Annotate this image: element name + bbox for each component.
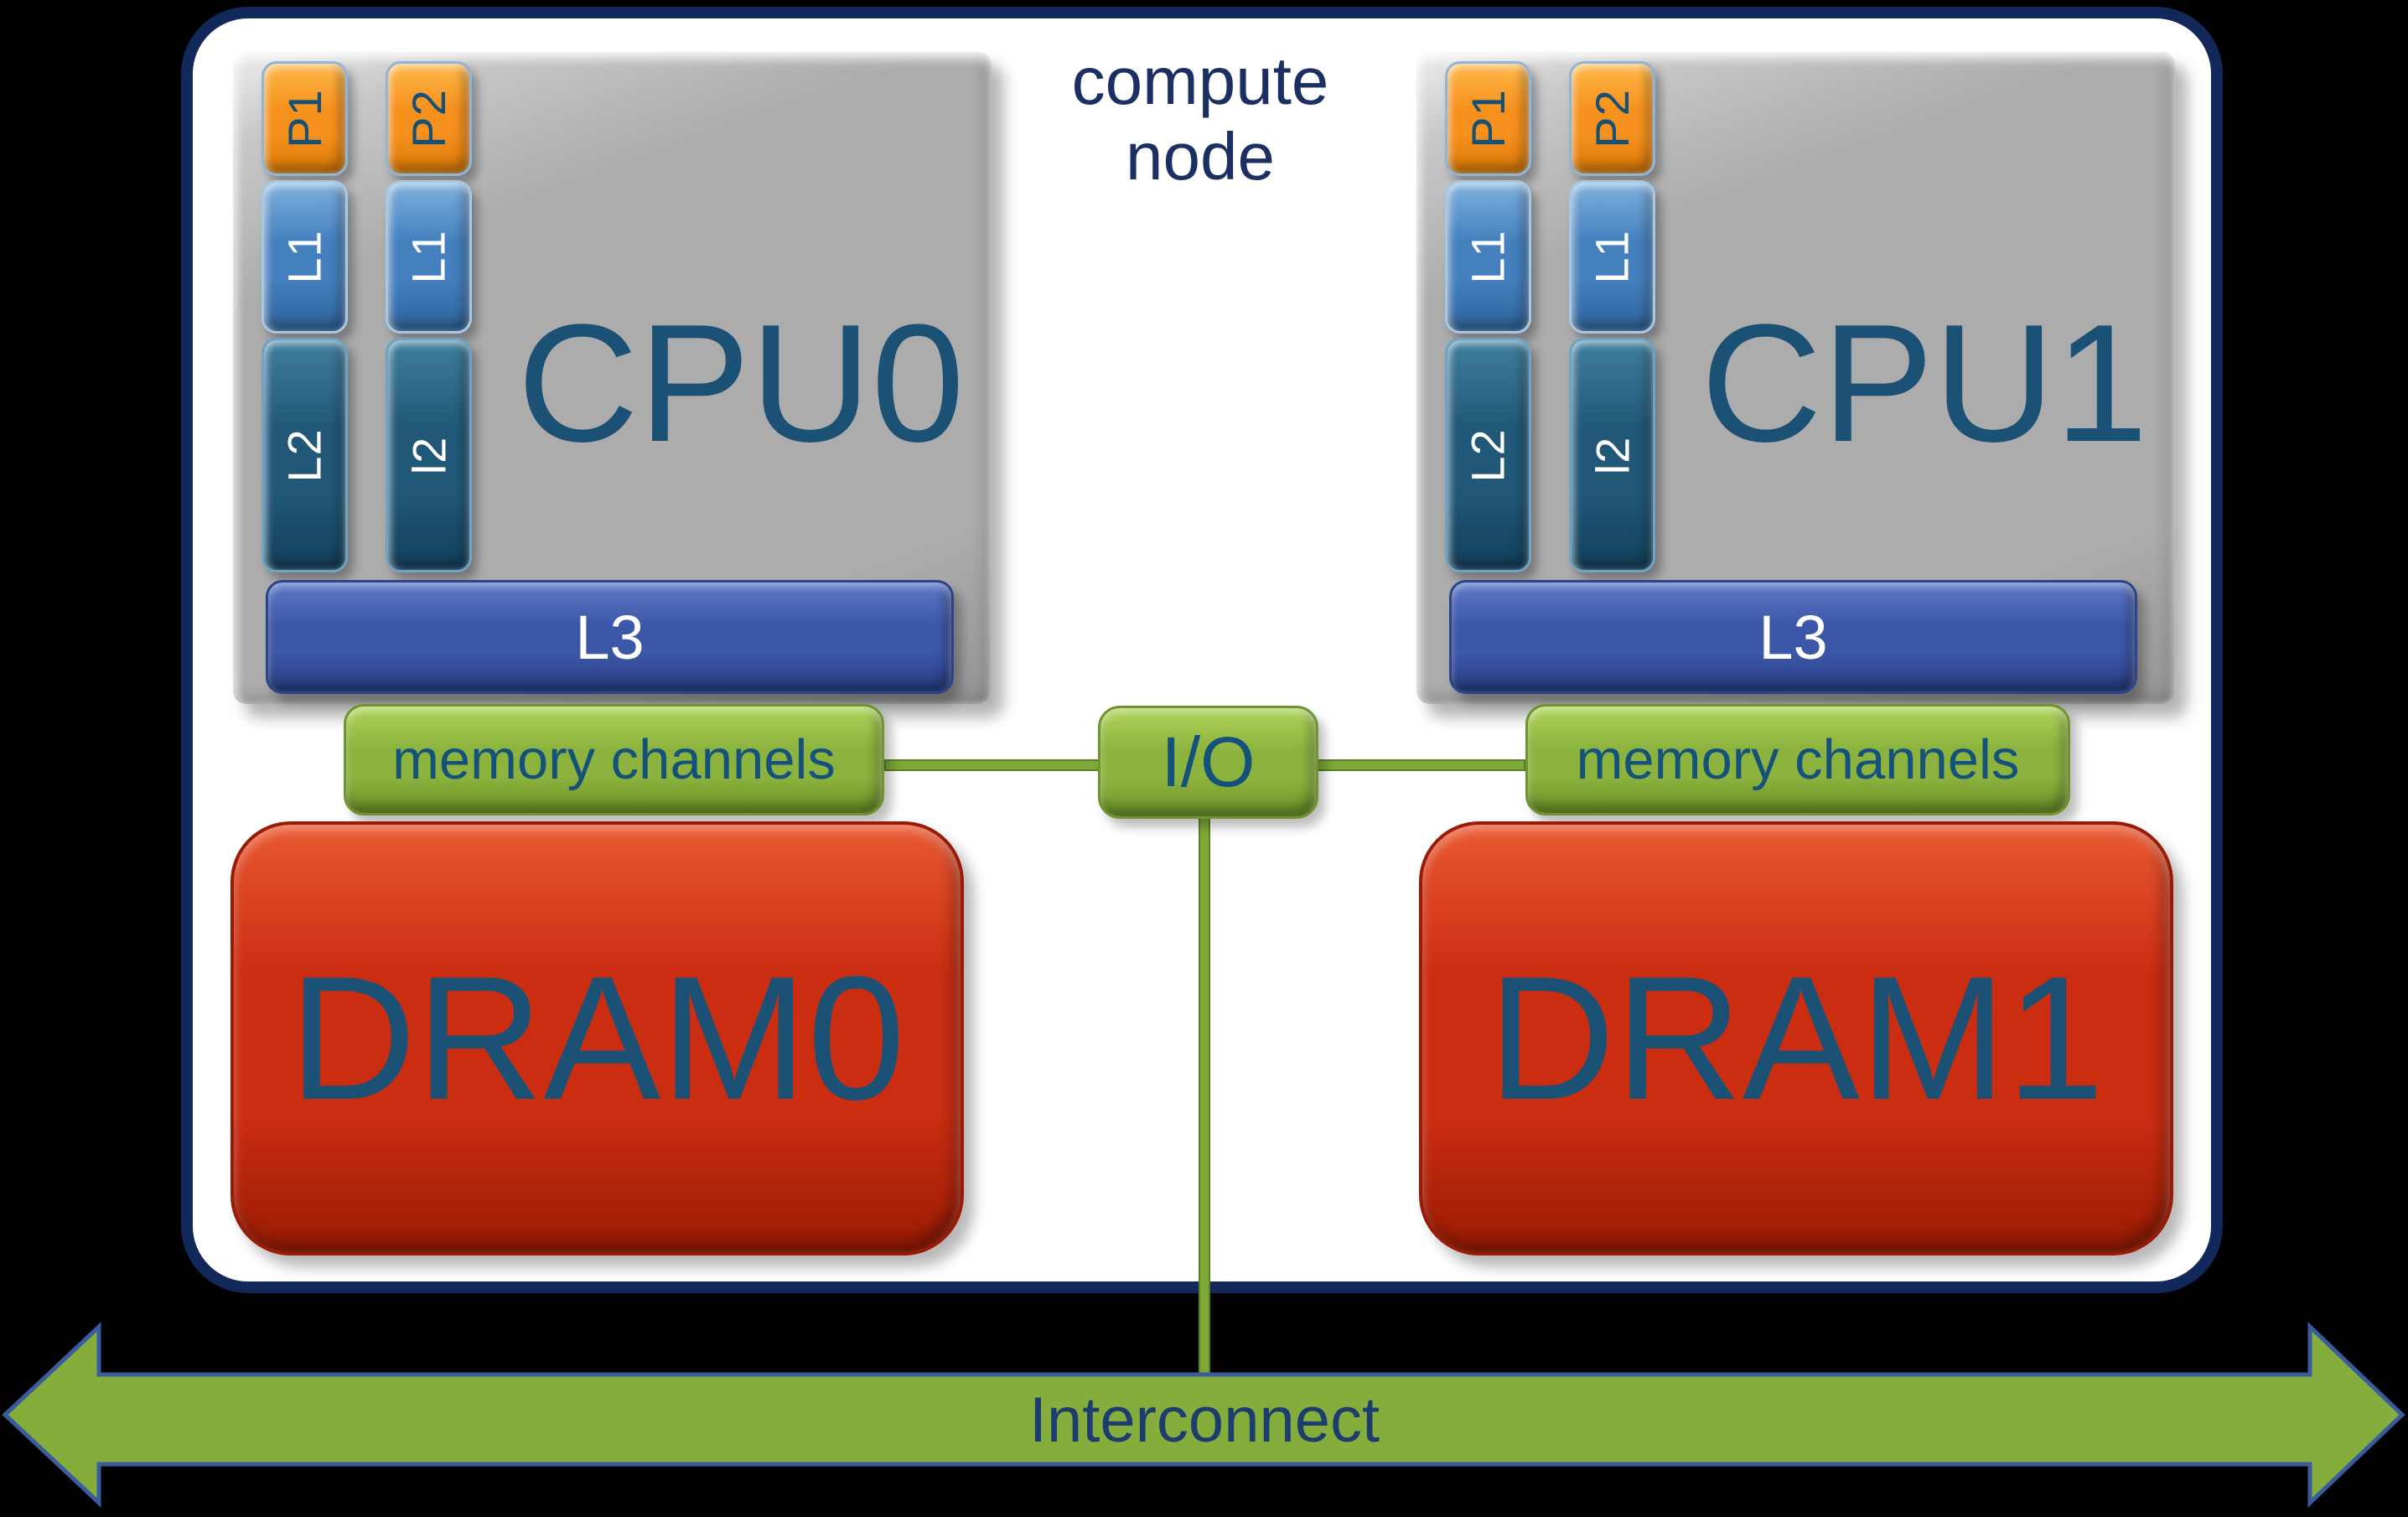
- interconnect-label: Interconnect: [1028, 1385, 1380, 1456]
- cpu0-core1-l2-box: L2: [262, 338, 348, 572]
- cpu0-core2-p-box: P2: [386, 61, 472, 176]
- cpu1-core2-p-box: P2: [1569, 61, 1655, 176]
- cpu0-core2-l1-box: L1: [386, 180, 472, 334]
- interconnect-arrow: [2, 1322, 2405, 1508]
- cpu1-l3-label: L3: [1758, 602, 1828, 672]
- dram1-label: DRAM1: [1488, 940, 2105, 1136]
- cpu0-core1-l1-box: L1: [262, 180, 348, 334]
- interconnect-arrow-shape: [2, 1322, 2405, 1508]
- cpu1-core2-p-label: P2: [1586, 89, 1639, 148]
- cpu0-core2-l2-label: l2: [402, 436, 455, 474]
- compute-node-label: compute node: [949, 44, 1452, 194]
- cpu0-core2-l1-label: L1: [401, 230, 455, 284]
- io-label: I/O: [1161, 722, 1256, 801]
- cpu0-memory-channels-label: memory channels: [392, 728, 836, 791]
- cpu1-memory-channels-bar: memory channels: [1525, 704, 2070, 815]
- cpu1-core1-l1-box: L1: [1445, 180, 1531, 334]
- cpu1-core2-l2-box: l2: [1569, 338, 1655, 572]
- io-box: I/O: [1098, 706, 1318, 819]
- cpu0-block: P1 P2 L1 L1 L2 l2 L3 CPU0: [233, 52, 992, 704]
- cpu0-core2-l2-box: l2: [386, 338, 472, 572]
- cpu1-label: CPU1: [1701, 290, 2148, 477]
- cpu1-core1-p-box: P1: [1445, 61, 1531, 176]
- cpu1-core2-l1-box: L1: [1569, 180, 1655, 334]
- cpu1-memory-channels-label: memory channels: [1576, 728, 2020, 791]
- cpu0-label: CPU0: [517, 290, 965, 477]
- cpu1-core1-l2-box: L2: [1445, 338, 1531, 572]
- cpu1-core1-l2-label: L2: [1461, 427, 1515, 483]
- io-interconnect-link-line: [1199, 811, 1210, 1375]
- cpu0-core1-l2-label: L2: [277, 427, 331, 483]
- cpu0-core1-p-box: P1: [262, 61, 348, 176]
- compute-node-label-line1: compute: [1071, 44, 1329, 118]
- cpu1-core2-l1-label: L1: [1585, 230, 1639, 284]
- compute-node-label-line2: node: [1126, 119, 1275, 194]
- cpu0-core2-p-label: P2: [402, 89, 455, 148]
- cpu0-l3-bar: L3: [266, 580, 954, 694]
- cpu0-core1-l1-label: L1: [277, 230, 331, 284]
- cpu1-core1-l1-label: L1: [1461, 230, 1515, 284]
- cpu0-l3-label: L3: [575, 602, 645, 672]
- cpu1-core2-l2-label: l2: [1586, 436, 1639, 474]
- cpu0-core1-p-label: P1: [278, 89, 331, 148]
- cpu1-l3-bar: L3: [1449, 580, 2137, 694]
- dram0-block: DRAM0: [230, 821, 964, 1256]
- cpu1-block: P1 P2 L1 L1 L2 l2 L3 CPU1: [1416, 52, 2175, 704]
- cpu1-core1-p-label: P1: [1462, 89, 1515, 148]
- dram1-block: DRAM1: [1419, 821, 2173, 1256]
- dram0-label: DRAM0: [288, 940, 906, 1136]
- cpu0-memory-channels-bar: memory channels: [344, 704, 884, 815]
